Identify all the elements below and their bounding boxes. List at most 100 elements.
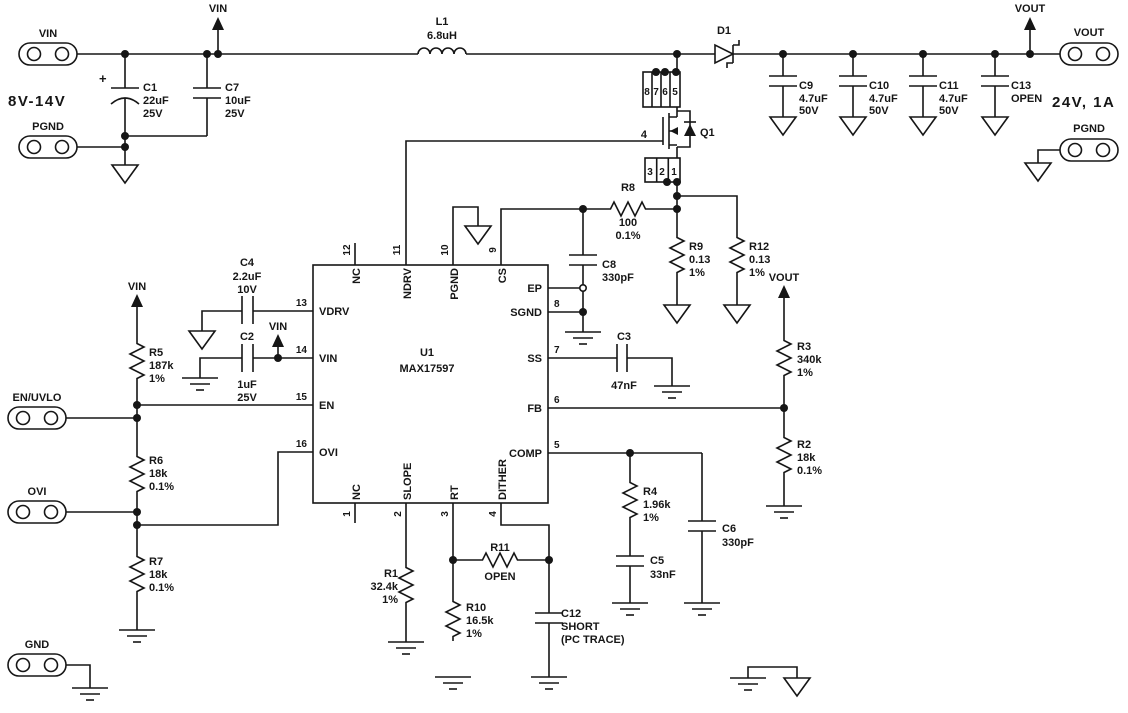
c12-value: SHORT [561, 621, 600, 633]
connector-gnd [7, 653, 67, 677]
net-label-vin: VIN [128, 281, 146, 293]
q1-source-pads [644, 157, 681, 183]
r2-value: 18k [797, 452, 816, 464]
q1-pad-number: 7 [653, 87, 659, 98]
junction-dot [274, 354, 282, 362]
inductor-l1 [417, 47, 467, 55]
net-label-vin: VIN [269, 321, 287, 333]
capacitor-c12 [535, 612, 563, 624]
wire-segment [548, 287, 583, 313]
pin-number: 8 [554, 299, 560, 310]
pin-name: CS [497, 268, 509, 283]
connector-label: PGND [1073, 123, 1105, 135]
r6-tol: 0.1% [149, 481, 174, 493]
pin-number: 3 [440, 511, 451, 517]
c12-note: (PC TRACE) [561, 634, 625, 646]
junction-dot [449, 556, 457, 564]
junction-dot [203, 50, 211, 58]
capacitor-c13 [981, 75, 1009, 87]
c1-ref: C1 [143, 82, 157, 94]
junction-dot [579, 205, 587, 213]
junction-dot [919, 50, 927, 58]
connector-label: VOUT [1074, 27, 1105, 39]
junction-dot [673, 205, 681, 213]
r7-tol: 0.1% [149, 582, 174, 594]
pin-name: SGND [510, 307, 542, 319]
ic-u1: U1 MAX17597 13 VDRV 14 VIN 15 EN 16 OVI … [296, 244, 560, 517]
pin-number: 14 [296, 345, 308, 356]
c13-ref: C13 [1011, 80, 1031, 92]
r7-value: 18k [149, 569, 168, 581]
connector-vout [1059, 42, 1119, 66]
junction-dot [652, 68, 660, 76]
ic-body [312, 264, 549, 504]
connector-label: PGND [32, 121, 64, 133]
pin-name: SS [527, 353, 542, 365]
pin-name: EN [319, 400, 334, 412]
component-symbols [110, 40, 1009, 642]
r12-ref: R12 [749, 241, 769, 253]
r1-tol: 1% [382, 594, 398, 606]
c13-value: OPEN [1011, 93, 1042, 105]
net-label-vout: VOUT [1015, 3, 1046, 15]
pin-name: FB [527, 403, 542, 415]
q1-ref: Q1 [700, 127, 715, 139]
c7-value: 10uF [225, 95, 251, 107]
r3-tol: 1% [797, 367, 813, 379]
c6-value: 330pF [722, 537, 754, 549]
input-range-label: 8V-14V [8, 93, 66, 110]
junction-dot [849, 50, 857, 58]
capacitor-c11 [909, 75, 937, 87]
capacitor-c7 [193, 87, 221, 99]
connector-pgnd-left [18, 135, 78, 159]
connector-pgnd-right [1059, 138, 1119, 162]
pin-name: VIN [319, 353, 337, 365]
c12-ref: C12 [561, 608, 581, 620]
wire-segment [548, 298, 785, 506]
capacitor-c5 [616, 555, 644, 567]
r9-tol: 1% [689, 267, 705, 279]
r10-ref: R10 [466, 602, 486, 614]
junction-dot [672, 68, 680, 76]
connector-label: EN/UVLO [13, 392, 62, 404]
c10-rating: 50V [869, 105, 889, 117]
q1-source-pad-dividers [655, 158, 670, 182]
q1-symbol [662, 110, 696, 149]
r4-ref: R4 [643, 486, 658, 498]
r2-ref: R2 [797, 439, 811, 451]
c11-rating: 50V [939, 105, 959, 117]
r9-value: 0.13 [689, 254, 710, 266]
connector-ovi [7, 500, 67, 524]
connector-vin [18, 42, 78, 66]
c4-rating: 10V [237, 284, 257, 296]
ic-ref: U1 [420, 347, 434, 359]
junction-dot [133, 508, 141, 516]
capacitor-c9 [769, 75, 797, 87]
capacitor-c4 [241, 296, 254, 324]
junction-dot [779, 50, 787, 58]
component-labels: L1 6.8uH D1 + C1 22uF 25V C7 10uF 25V C9… [99, 16, 1042, 646]
c4-ref: C4 [240, 257, 255, 269]
c5-value: 33nF [650, 569, 676, 581]
wire-segment [199, 310, 313, 378]
c1-value: 22uF [143, 95, 169, 107]
c5-ref: C5 [650, 555, 664, 567]
r5-value: 187k [149, 360, 174, 372]
pin-number: 10 [440, 244, 451, 256]
wire-segment [405, 503, 550, 677]
wire-segment [676, 195, 738, 305]
pin-number: 12 [342, 244, 353, 256]
r7-ref: R7 [149, 556, 163, 568]
r5-tol: 1% [149, 373, 165, 385]
junction-dot [121, 143, 129, 151]
junction-dot [214, 50, 222, 58]
c8-value: 330pF [602, 272, 634, 284]
q1-drain-pad-dividers [651, 72, 671, 107]
r1-value: 32.4k [370, 581, 398, 593]
pin-number: 1 [342, 511, 353, 517]
junction-dot [673, 50, 681, 58]
capacitor-c2 [241, 344, 254, 372]
junction-dot [673, 192, 681, 200]
pin-number: 15 [296, 392, 308, 403]
